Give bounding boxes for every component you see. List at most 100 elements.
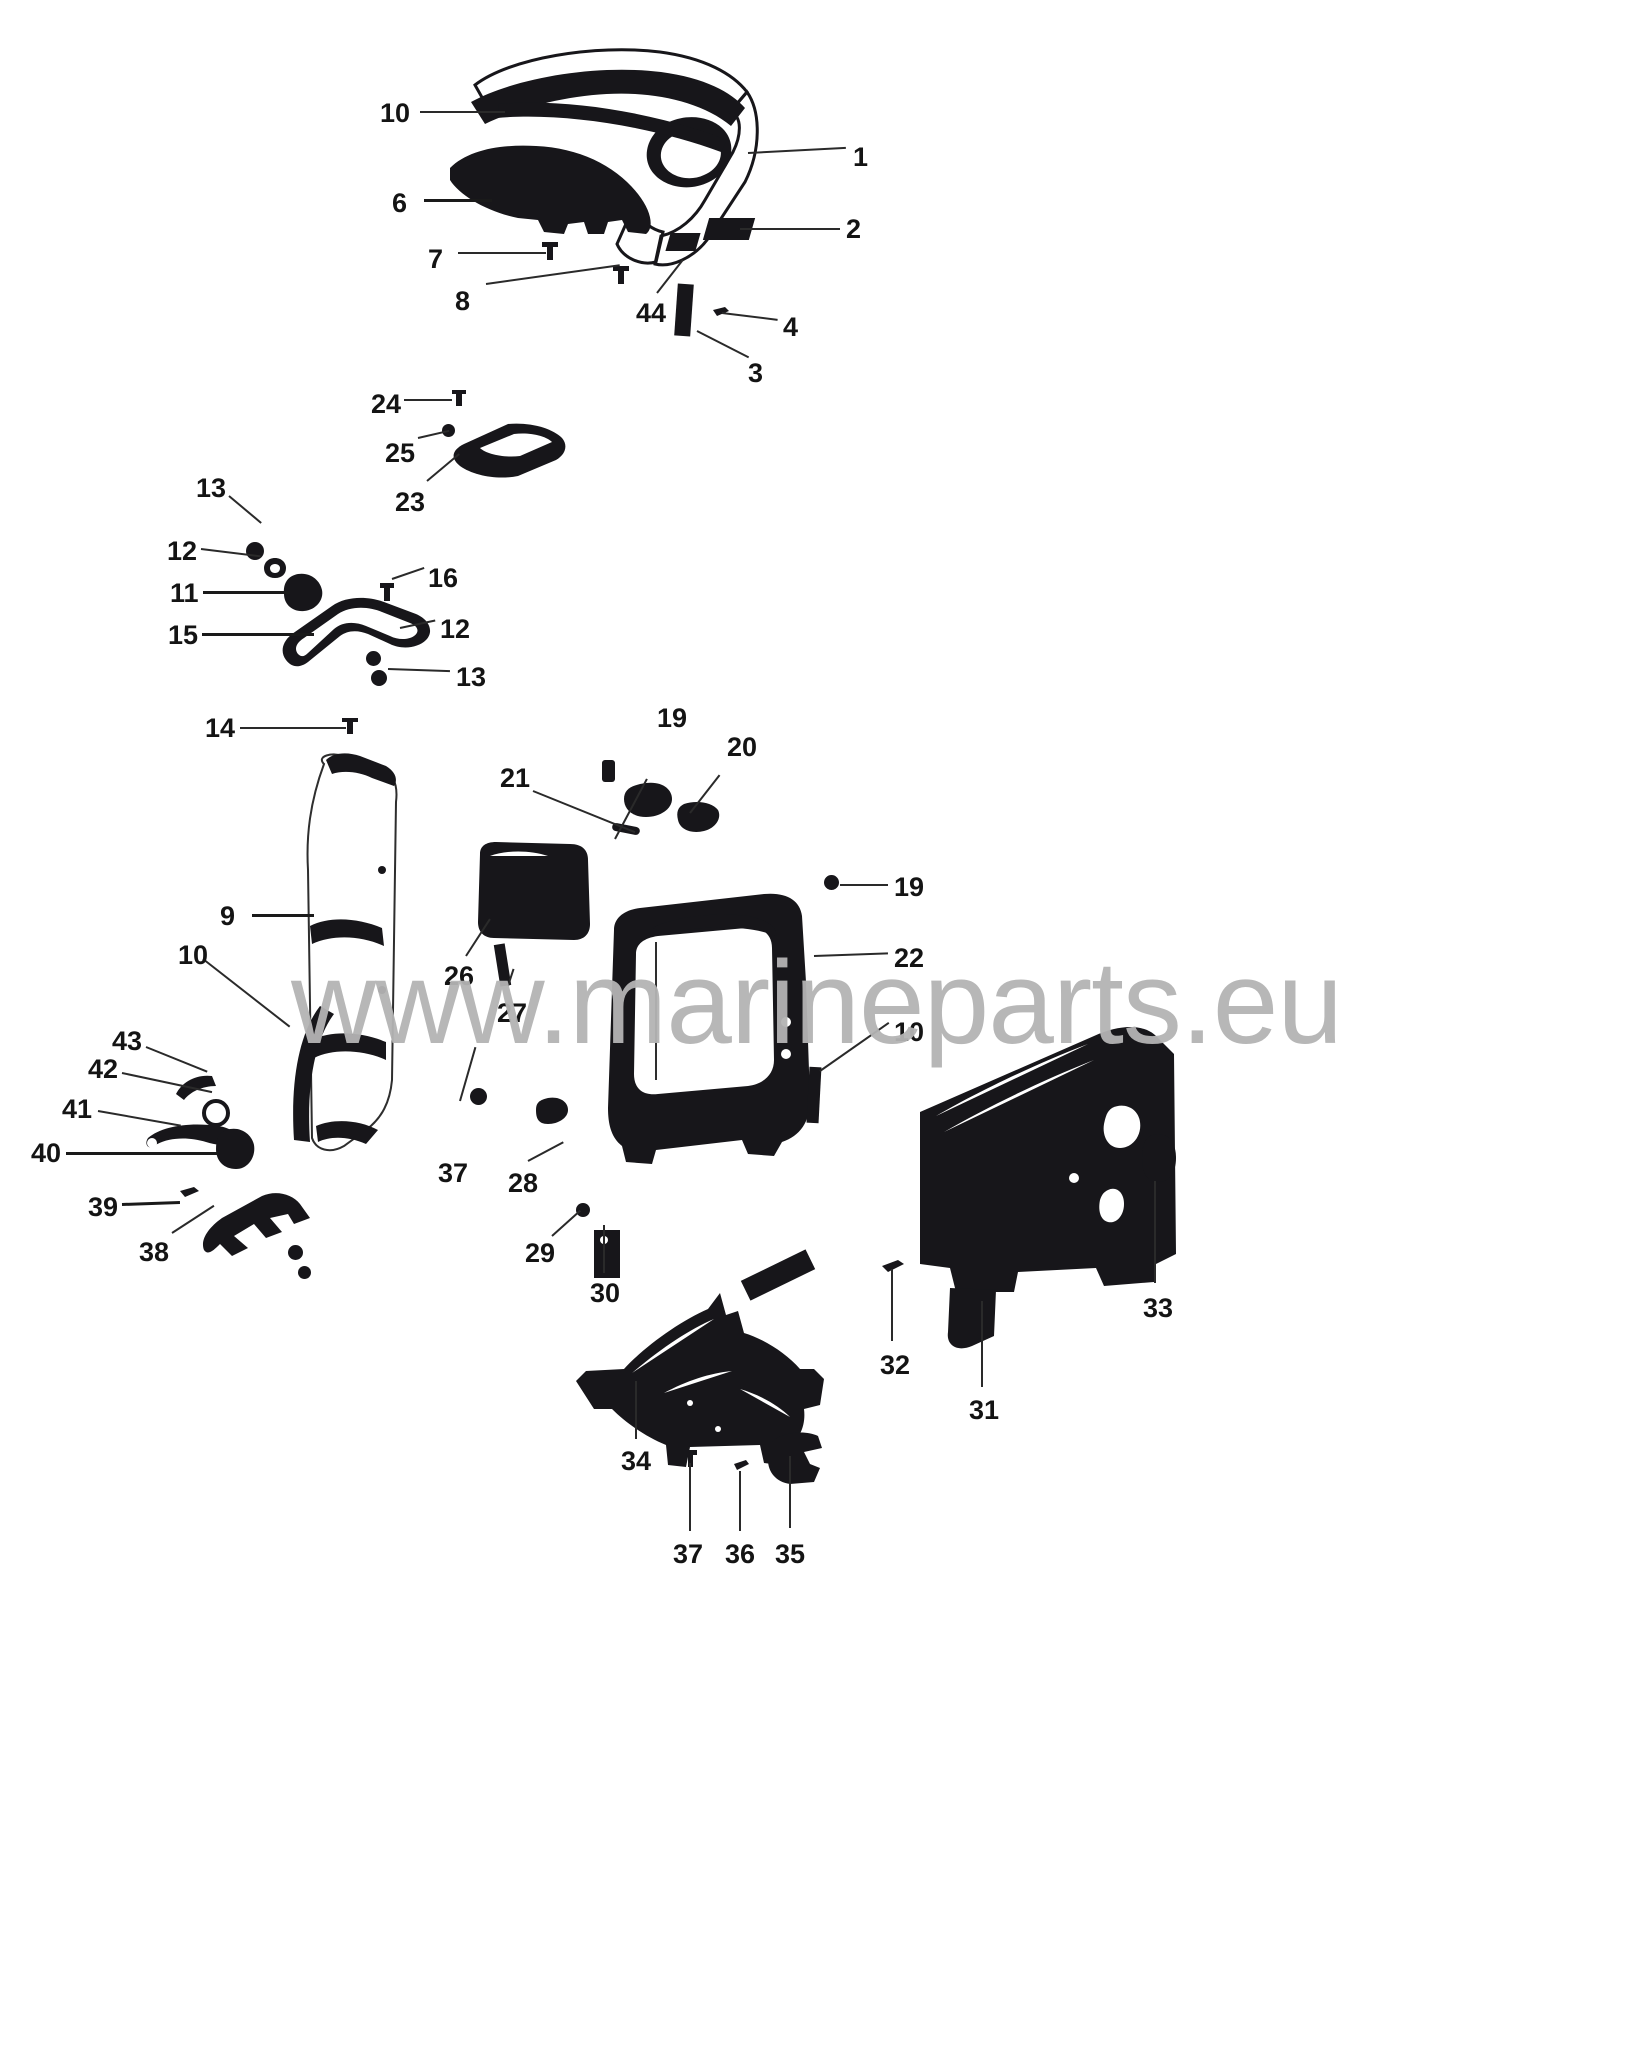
callout-19-c19b: 19: [894, 872, 925, 902]
callout-10-c10a: 10: [380, 98, 411, 128]
part-panel-31: [920, 1027, 1176, 1349]
callout-39-c39: 39: [88, 1192, 119, 1222]
callout-28-c28: 28: [508, 1168, 539, 1198]
part-bolt-4: [713, 307, 729, 316]
leader-line-l3: [696, 330, 750, 359]
part-washer-12-lower: [366, 651, 381, 666]
callout-4-c4: 4: [783, 312, 799, 342]
part-bracket-38: [202, 1193, 310, 1256]
callout-19-c19a: 19: [657, 703, 688, 733]
callout-44-c44: 44: [636, 298, 667, 328]
part-bracket-20b: [677, 802, 720, 832]
callout-8-c8: 8: [455, 286, 471, 316]
callout-7-c7: 7: [428, 244, 444, 274]
part-screw-36: [734, 1460, 749, 1470]
part-screw-16: [380, 583, 394, 601]
leader-line-l43: [145, 1046, 208, 1073]
leader-line-l34: [635, 1381, 637, 1439]
callout-25-c25: 25: [385, 438, 416, 468]
callout-40-c40: 40: [31, 1138, 62, 1168]
callout-34-c34: 34: [621, 1446, 652, 1476]
leader-line-l33: [1154, 1181, 1156, 1283]
part-clip-35: [768, 1432, 822, 1484]
callout-10-c10c: 10: [894, 1017, 925, 1047]
part-washer-38b: [288, 1245, 303, 1260]
part-airbox-22: [608, 893, 810, 1164]
callout-23-c23: 23: [395, 487, 426, 517]
callout-33-c33: 33: [1143, 1293, 1174, 1323]
callout-11-c11: 11: [170, 578, 199, 608]
callout-13-c13b: 13: [456, 662, 487, 692]
callout-29-c29: 29: [525, 1238, 556, 1268]
leader-line-l28: [527, 1141, 564, 1162]
callout-26-c26: 26: [444, 961, 475, 991]
leader-line-l29: [551, 1209, 581, 1237]
callout-12-c12a: 12: [167, 536, 198, 566]
leader-line-l11: [203, 591, 290, 594]
callout-21-c21: 21: [500, 763, 531, 793]
callout-13-c13a: 13: [196, 473, 227, 503]
part-bolt-8: [613, 266, 629, 284]
callout-43-c43: 43: [112, 1026, 143, 1056]
callout-6-c6: 6: [392, 188, 408, 218]
part-screw-24: [452, 390, 466, 406]
part-bushing-11: [283, 573, 323, 612]
part-clamp-40: [216, 1128, 255, 1169]
part-washer-38c: [298, 1266, 311, 1279]
part-latch-23: [453, 423, 566, 478]
callout-32-c32: 32: [880, 1350, 911, 1380]
part-washer-12-upper: [264, 558, 286, 578]
leader-line-l37b: [689, 1463, 691, 1531]
callout-27-c27: 27: [497, 998, 528, 1028]
callout-30-c30: 30: [590, 1278, 621, 1308]
callout-31-c31: 31: [969, 1395, 1000, 1425]
leader-line-l16: [391, 566, 425, 580]
part-tray-34: [576, 1293, 824, 1467]
part-pad-2b: [665, 233, 701, 251]
callout-12-c12b: 12: [440, 614, 471, 644]
callout-37-c37b: 37: [673, 1539, 704, 1569]
leader-line-l39: [121, 1200, 181, 1206]
leader-line-l32: [891, 1269, 893, 1341]
part-clip-19-upper: [602, 760, 615, 782]
leader-line-l31: [981, 1301, 983, 1387]
leader-line-l40: [66, 1152, 218, 1155]
leader-line-l13a: [228, 495, 262, 524]
callout-36-c36: 36: [725, 1539, 756, 1569]
callout-14-c14: 14: [205, 713, 236, 743]
leader-line-l9: [252, 914, 314, 917]
callout-24-c24: 24: [371, 389, 402, 419]
callout-9-c9: 9: [220, 901, 236, 931]
leader-line-l24: [404, 399, 452, 401]
callout-16-c16: 16: [428, 563, 459, 593]
part-seal-10-top: [497, 102, 727, 152]
part-grommet-20: [624, 782, 672, 817]
callout-1-c1: 1: [853, 142, 869, 172]
leader-line-l21: [532, 790, 636, 834]
leader-line-l19b: [840, 884, 888, 886]
leader-line-l2: [740, 228, 840, 230]
callout-37-c37a: 37: [438, 1158, 469, 1188]
part-bushing-42: [202, 1099, 230, 1127]
callout-38-c38: 38: [139, 1237, 170, 1267]
part-filter-26: [478, 842, 590, 940]
part-screw-32: [882, 1260, 904, 1272]
part-screw-37-bottom: [685, 1450, 697, 1467]
part-washer-37-left: [470, 1088, 487, 1105]
part-nut-13-upper: [246, 542, 264, 560]
part-bolt-7: [542, 242, 558, 260]
part-block-30: [594, 1230, 620, 1278]
part-clip-19-lower: [824, 875, 839, 890]
part-cover-6: [450, 145, 651, 234]
part-grommet-28: [536, 1097, 568, 1124]
leader-line-l6: [424, 199, 492, 202]
callout-42-c42: 42: [88, 1054, 119, 1084]
part-clip-29: [576, 1203, 590, 1217]
leader-line-l35: [789, 1456, 791, 1528]
leader-line-l15: [202, 633, 314, 636]
part-strip-3: [674, 283, 694, 337]
callout-35-c35: 35: [775, 1539, 806, 1569]
part-screw-39: [180, 1187, 199, 1197]
callout-3-c3: 3: [748, 358, 764, 388]
